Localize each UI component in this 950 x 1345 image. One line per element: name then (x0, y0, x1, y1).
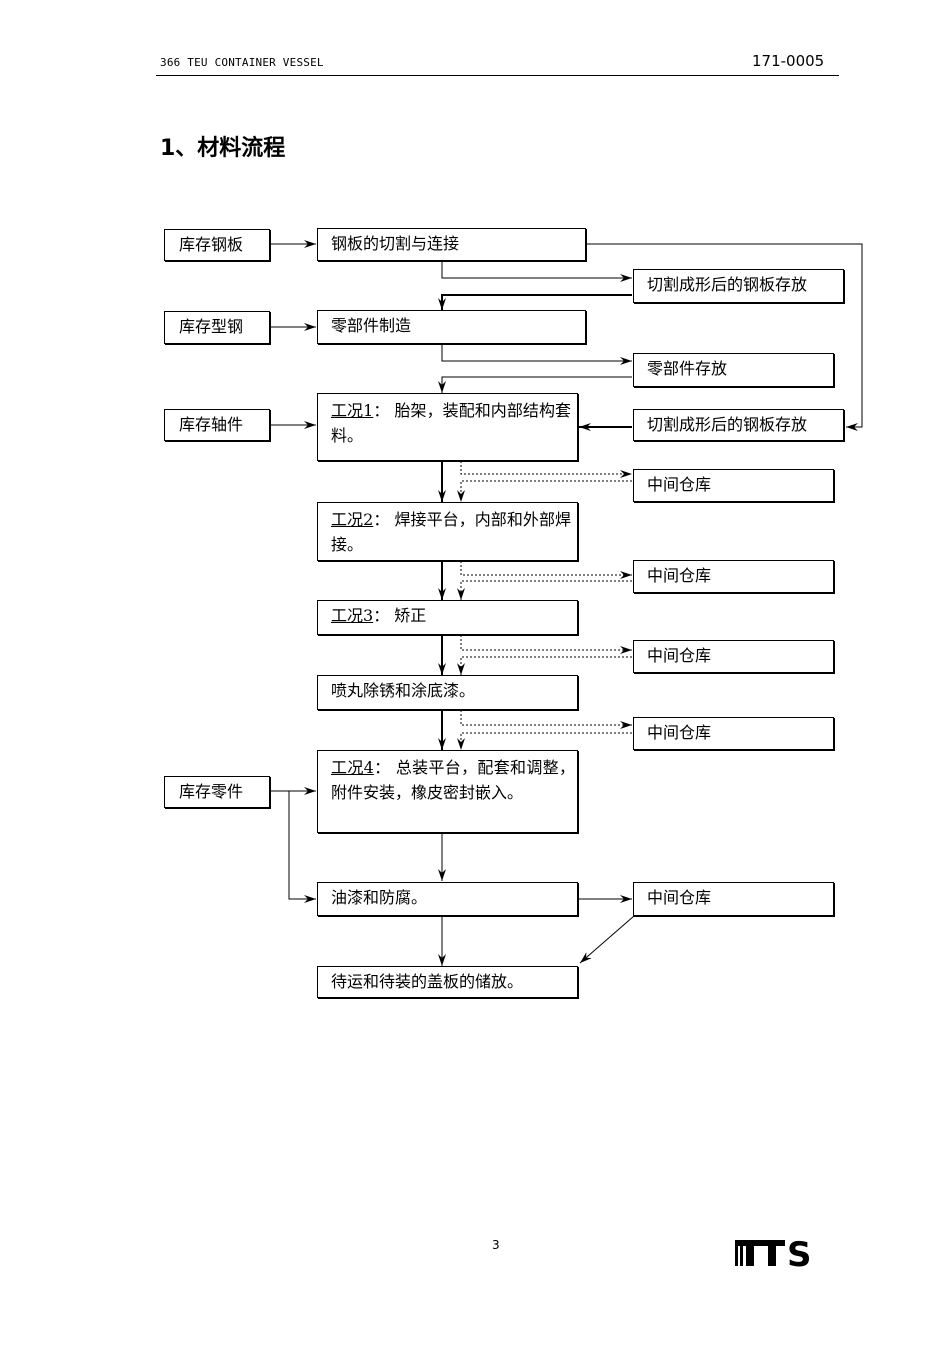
box-plate-cut-join: 钢板的切割与连接 (317, 228, 586, 261)
box-parts-fabrication: 零部件制造 (317, 310, 586, 344)
box-stock-plate: 库存钢板 (164, 229, 270, 261)
box-intermediate-store-3: 中间仓库 (633, 640, 834, 673)
stage4-label: 工况4 (331, 758, 374, 777)
page-number: 3 (492, 1238, 500, 1252)
box-cut-plate-store-1: 切割成形后的钢板存放 (633, 269, 844, 303)
tts-logo-letter: S (787, 1236, 812, 1270)
box-stock-section: 库存型钢 (164, 311, 270, 344)
box-stage3: 工况3： 矫正 (317, 600, 578, 635)
arrow-stage3-to-inter (460, 635, 632, 654)
box-blasting-priming: 喷丸除锈和涂底漆。 (317, 675, 578, 710)
box-stock-shaft: 库存轴件 (164, 409, 270, 441)
box-stock-parts: 库存零件 (164, 776, 270, 808)
box-intermediate-store-2: 中间仓库 (633, 560, 834, 593)
arrow-to-cut-store-2 (586, 243, 863, 431)
arrow-stage2-to-inter (460, 561, 632, 579)
stage1-text: ： 胎架，装配和内部结构套料。 (331, 401, 571, 445)
arrow-cut-store-to-parts (438, 294, 632, 310)
arrow-inter-to-blasting (457, 656, 632, 675)
box-cut-plate-store-2: 切割成形后的钢板存放 (633, 409, 844, 441)
arrow-to-cut-store-1 (441, 261, 632, 282)
arrow-to-parts-store (441, 344, 632, 365)
box-intermediate-store-1: 中间仓库 (633, 469, 834, 502)
arrow-stock-parts-to-painting (288, 791, 316, 903)
stage1-label: 工况1 (331, 401, 374, 420)
arrow-parts-store-to-stage1 (438, 376, 632, 393)
arrow-blasting-to-inter (460, 710, 632, 729)
stage2-label: 工况2 (331, 510, 374, 529)
box-intermediate-store-5: 中间仓库 (633, 882, 834, 916)
box-storage-for-shipment: 待运和待装的盖板的储放。 (317, 966, 578, 998)
header-rule (156, 75, 839, 76)
arrow-inter-to-stage2 (457, 480, 632, 502)
stage3-text: ： 矫正 (373, 606, 427, 625)
box-stage2: 工况2： 焊接平台，内部和外部焊接。 (317, 502, 578, 561)
box-parts-store: 零部件存放 (633, 353, 834, 387)
stage3-label: 工况3 (331, 606, 374, 625)
header-doc-number: 171-0005 (752, 52, 825, 70)
header-doc-name: 366 TEU CONTAINER VESSEL (160, 56, 324, 69)
box-painting-anticorrosion: 油漆和防腐。 (317, 882, 578, 916)
stage4-text: ： 总装平台，配套和调整，附件安装，橡皮密封嵌入。 (331, 758, 575, 802)
arrow-inter-to-storage (579, 915, 635, 964)
box-stage4: 工况4： 总装平台，配套和调整，附件安装，橡皮密封嵌入。 (317, 750, 578, 833)
arrow-inter-to-stage4 (457, 732, 632, 750)
section-title: 1、材料流程 (160, 136, 286, 161)
arrow-inter-to-stage3 (457, 580, 632, 600)
stage2-text: ： 焊接平台，内部和外部焊接。 (331, 510, 571, 554)
tts-logo: S (735, 1236, 812, 1270)
box-stage1: 工况1： 胎架，装配和内部结构套料。 (317, 393, 578, 461)
arrow-stage1-to-inter (460, 461, 632, 478)
box-intermediate-store-4: 中间仓库 (633, 717, 834, 750)
